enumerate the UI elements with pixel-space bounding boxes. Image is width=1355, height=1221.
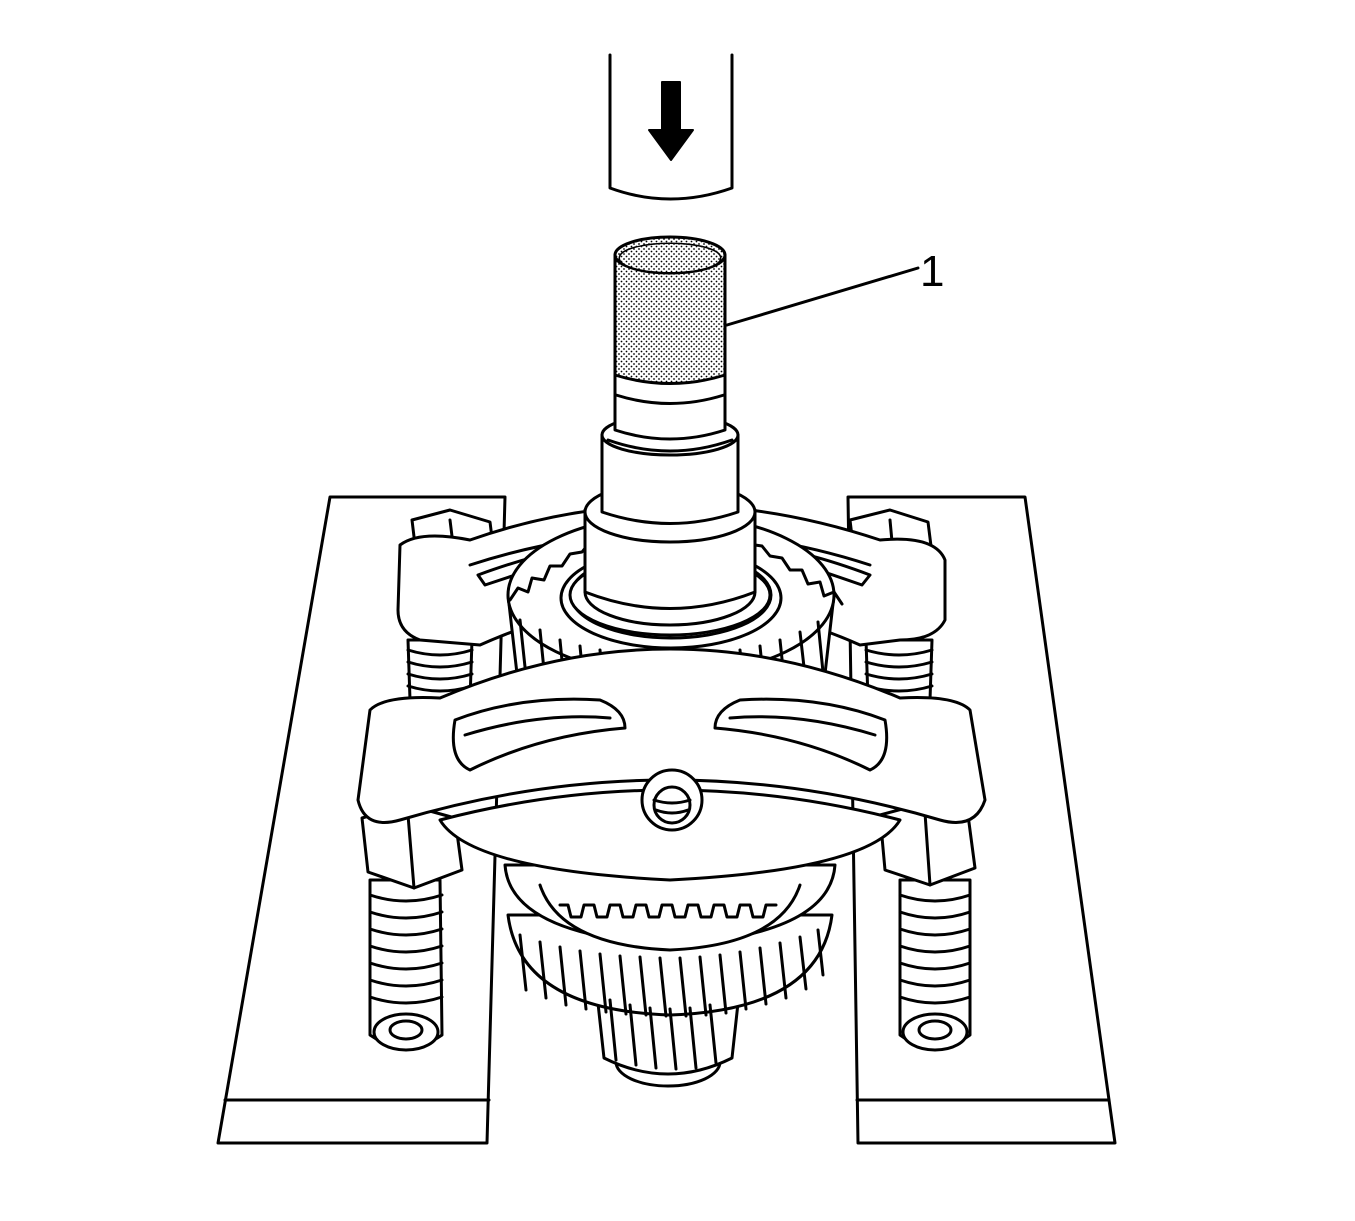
lower-gear-cluster xyxy=(503,863,837,1088)
callout-1-leader xyxy=(725,266,920,327)
lower-gear-teeth xyxy=(518,928,825,1071)
press-ram xyxy=(608,53,734,201)
down-arrow-icon xyxy=(648,81,694,161)
shaft xyxy=(568,235,772,637)
callout-1-label: 1 xyxy=(920,247,944,296)
front-separator-bar xyxy=(356,647,987,882)
bearing-journal xyxy=(613,253,727,385)
